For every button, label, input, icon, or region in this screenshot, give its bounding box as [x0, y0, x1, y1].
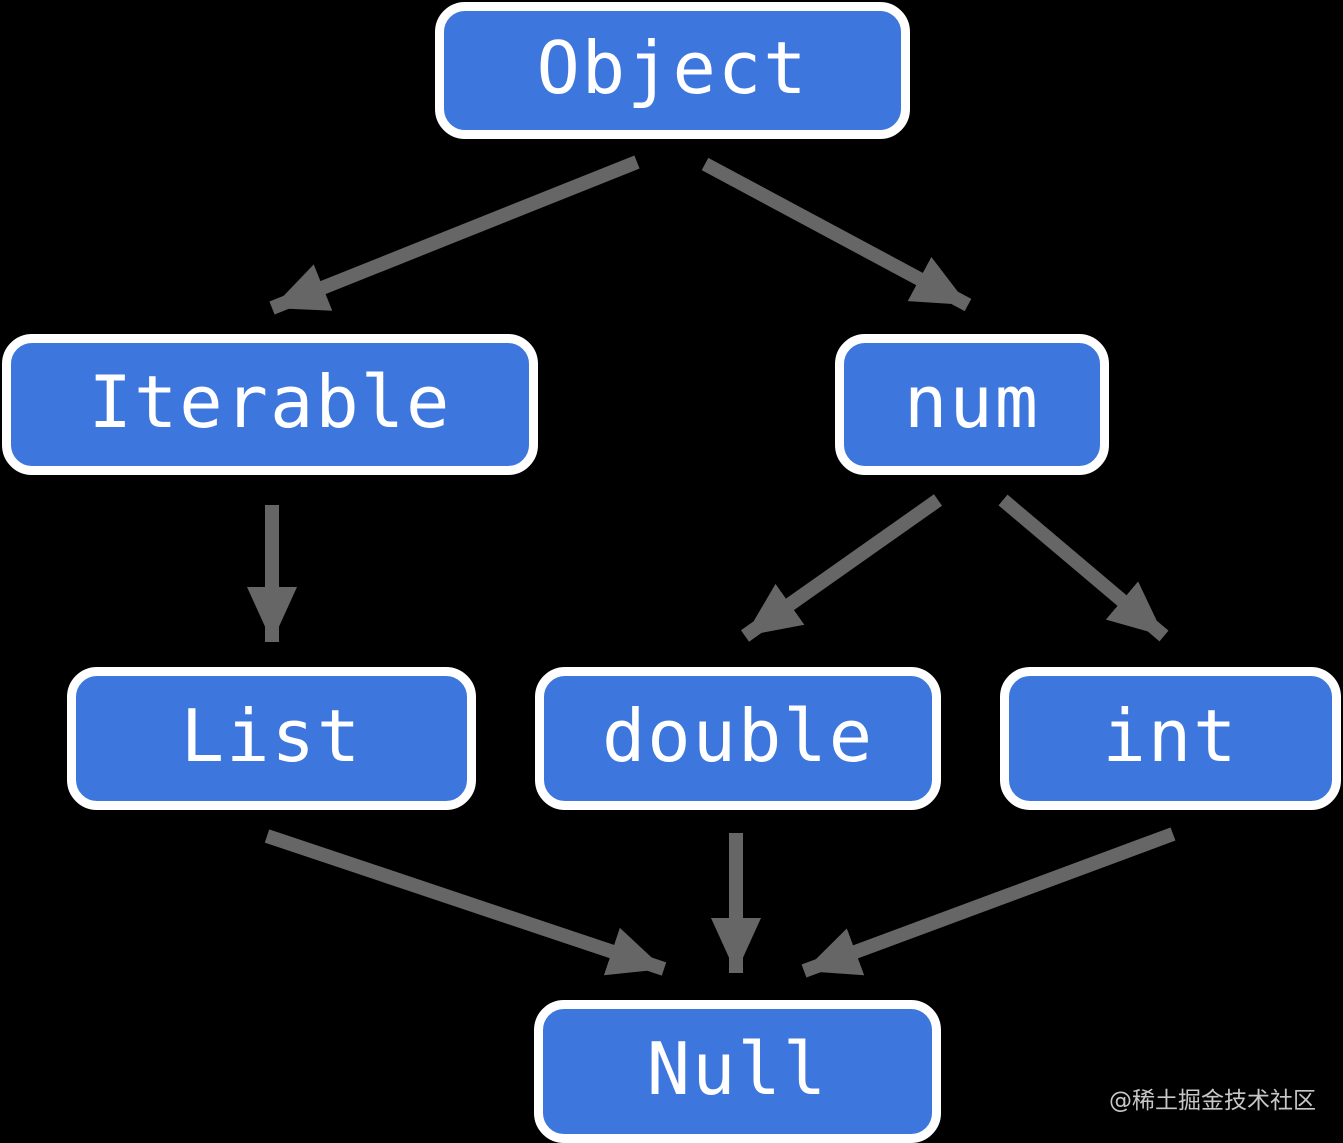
node-iterable-label: Iterable: [88, 359, 452, 444]
node-iterable: Iterable: [2, 334, 538, 475]
node-object: Object: [435, 2, 910, 139]
node-null: Null: [534, 1000, 941, 1143]
edge-object-iterable: [269, 155, 640, 315]
node-num-label: num: [903, 359, 1041, 444]
node-null-label: Null: [646, 1026, 829, 1111]
node-num: num: [835, 334, 1109, 475]
node-object-label: Object: [536, 25, 809, 110]
watermark: @稀土掘金技术社区: [1109, 1088, 1316, 1114]
edge-num-int: [998, 494, 1169, 642]
node-int-label: int: [1102, 693, 1239, 778]
edge-object-num: [701, 157, 972, 312]
node-int: int: [1000, 667, 1341, 810]
node-double: double: [535, 667, 941, 810]
edge-list-null: [264, 829, 667, 976]
edge-int-null: [801, 827, 1176, 978]
node-list: List: [67, 667, 476, 810]
node-list-label: List: [180, 693, 363, 778]
edge-num-double: [740, 494, 943, 642]
node-double-label: double: [601, 693, 875, 778]
